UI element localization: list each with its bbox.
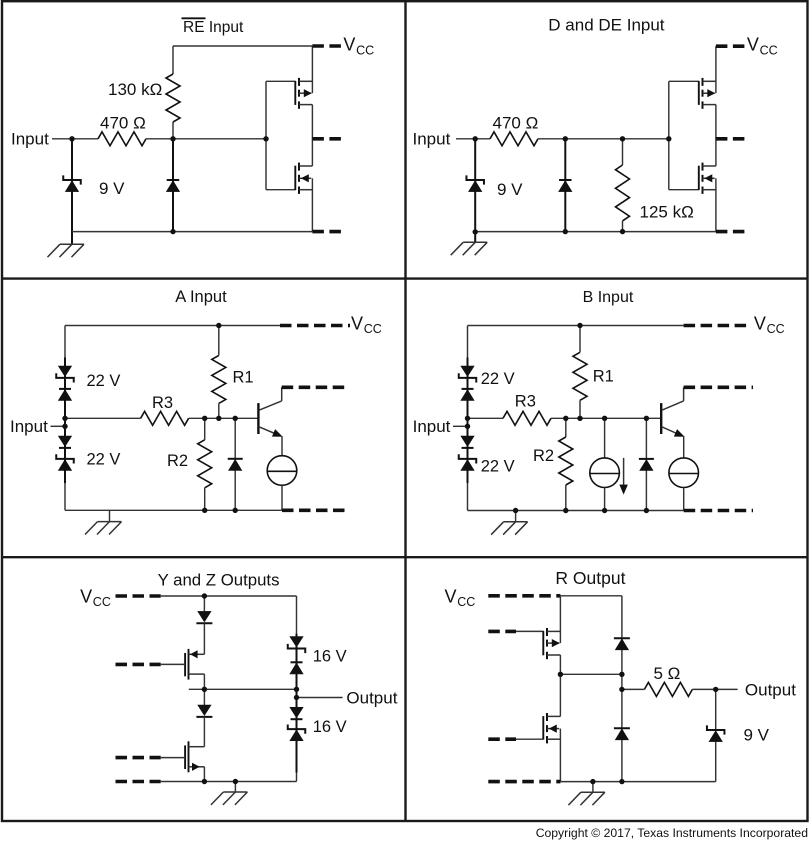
svg-text:130 kΩ: 130 kΩ — [108, 80, 162, 99]
svg-text:Output: Output — [745, 680, 796, 699]
svg-text:22 V: 22 V — [87, 372, 121, 390]
svg-text:V: V — [754, 313, 766, 333]
svg-text:22 V: 22 V — [481, 457, 515, 475]
svg-text:Output: Output — [346, 688, 397, 707]
svg-text:V: V — [351, 314, 363, 334]
svg-text:R1: R1 — [593, 368, 614, 386]
svg-text:5 Ω: 5 Ω — [654, 664, 681, 683]
svg-text:22 V: 22 V — [481, 370, 515, 388]
svg-text:9 V: 9 V — [497, 180, 523, 199]
svg-text:V: V — [80, 586, 92, 606]
svg-text:RE Input: RE Input — [183, 19, 244, 36]
svg-text:470 Ω: 470 Ω — [493, 114, 539, 133]
svg-text:470 Ω: 470 Ω — [100, 114, 146, 133]
svg-text:Input: Input — [11, 130, 49, 149]
svg-text:V: V — [445, 586, 457, 606]
svg-text:R2: R2 — [167, 452, 188, 470]
svg-text:CC: CC — [767, 322, 785, 336]
svg-text:D and DE Input: D and DE Input — [548, 16, 665, 35]
svg-text:CC: CC — [364, 322, 382, 336]
svg-text:CC: CC — [93, 595, 111, 609]
svg-text:9 V: 9 V — [99, 179, 125, 198]
svg-text:R3: R3 — [152, 394, 173, 412]
svg-text:R1: R1 — [233, 369, 254, 387]
svg-text:Copyright © 2017, Texas Instru: Copyright © 2017, Texas Instruments Inco… — [536, 826, 808, 840]
svg-text:16 V: 16 V — [313, 718, 347, 736]
svg-text:Input: Input — [10, 417, 48, 436]
svg-text:16 V: 16 V — [313, 647, 347, 665]
svg-text:R3: R3 — [515, 393, 536, 411]
svg-text:CC: CC — [356, 43, 374, 57]
svg-text:Y and Z Outputs: Y and Z Outputs — [158, 570, 280, 589]
svg-text:CC: CC — [457, 595, 475, 609]
svg-text:9 V: 9 V — [744, 725, 770, 744]
svg-text:22 V: 22 V — [87, 451, 121, 469]
svg-text:A Input: A Input — [175, 288, 227, 306]
svg-text:V: V — [343, 35, 355, 55]
svg-text:V: V — [747, 35, 759, 55]
svg-text:R2: R2 — [533, 447, 554, 465]
svg-text:125 kΩ: 125 kΩ — [640, 203, 694, 222]
svg-text:B Input: B Input — [583, 289, 634, 306]
svg-text:R Output: R Output — [555, 568, 625, 588]
svg-text:Input: Input — [413, 130, 451, 149]
svg-text:Input: Input — [413, 417, 451, 436]
svg-text:CC: CC — [760, 43, 778, 57]
